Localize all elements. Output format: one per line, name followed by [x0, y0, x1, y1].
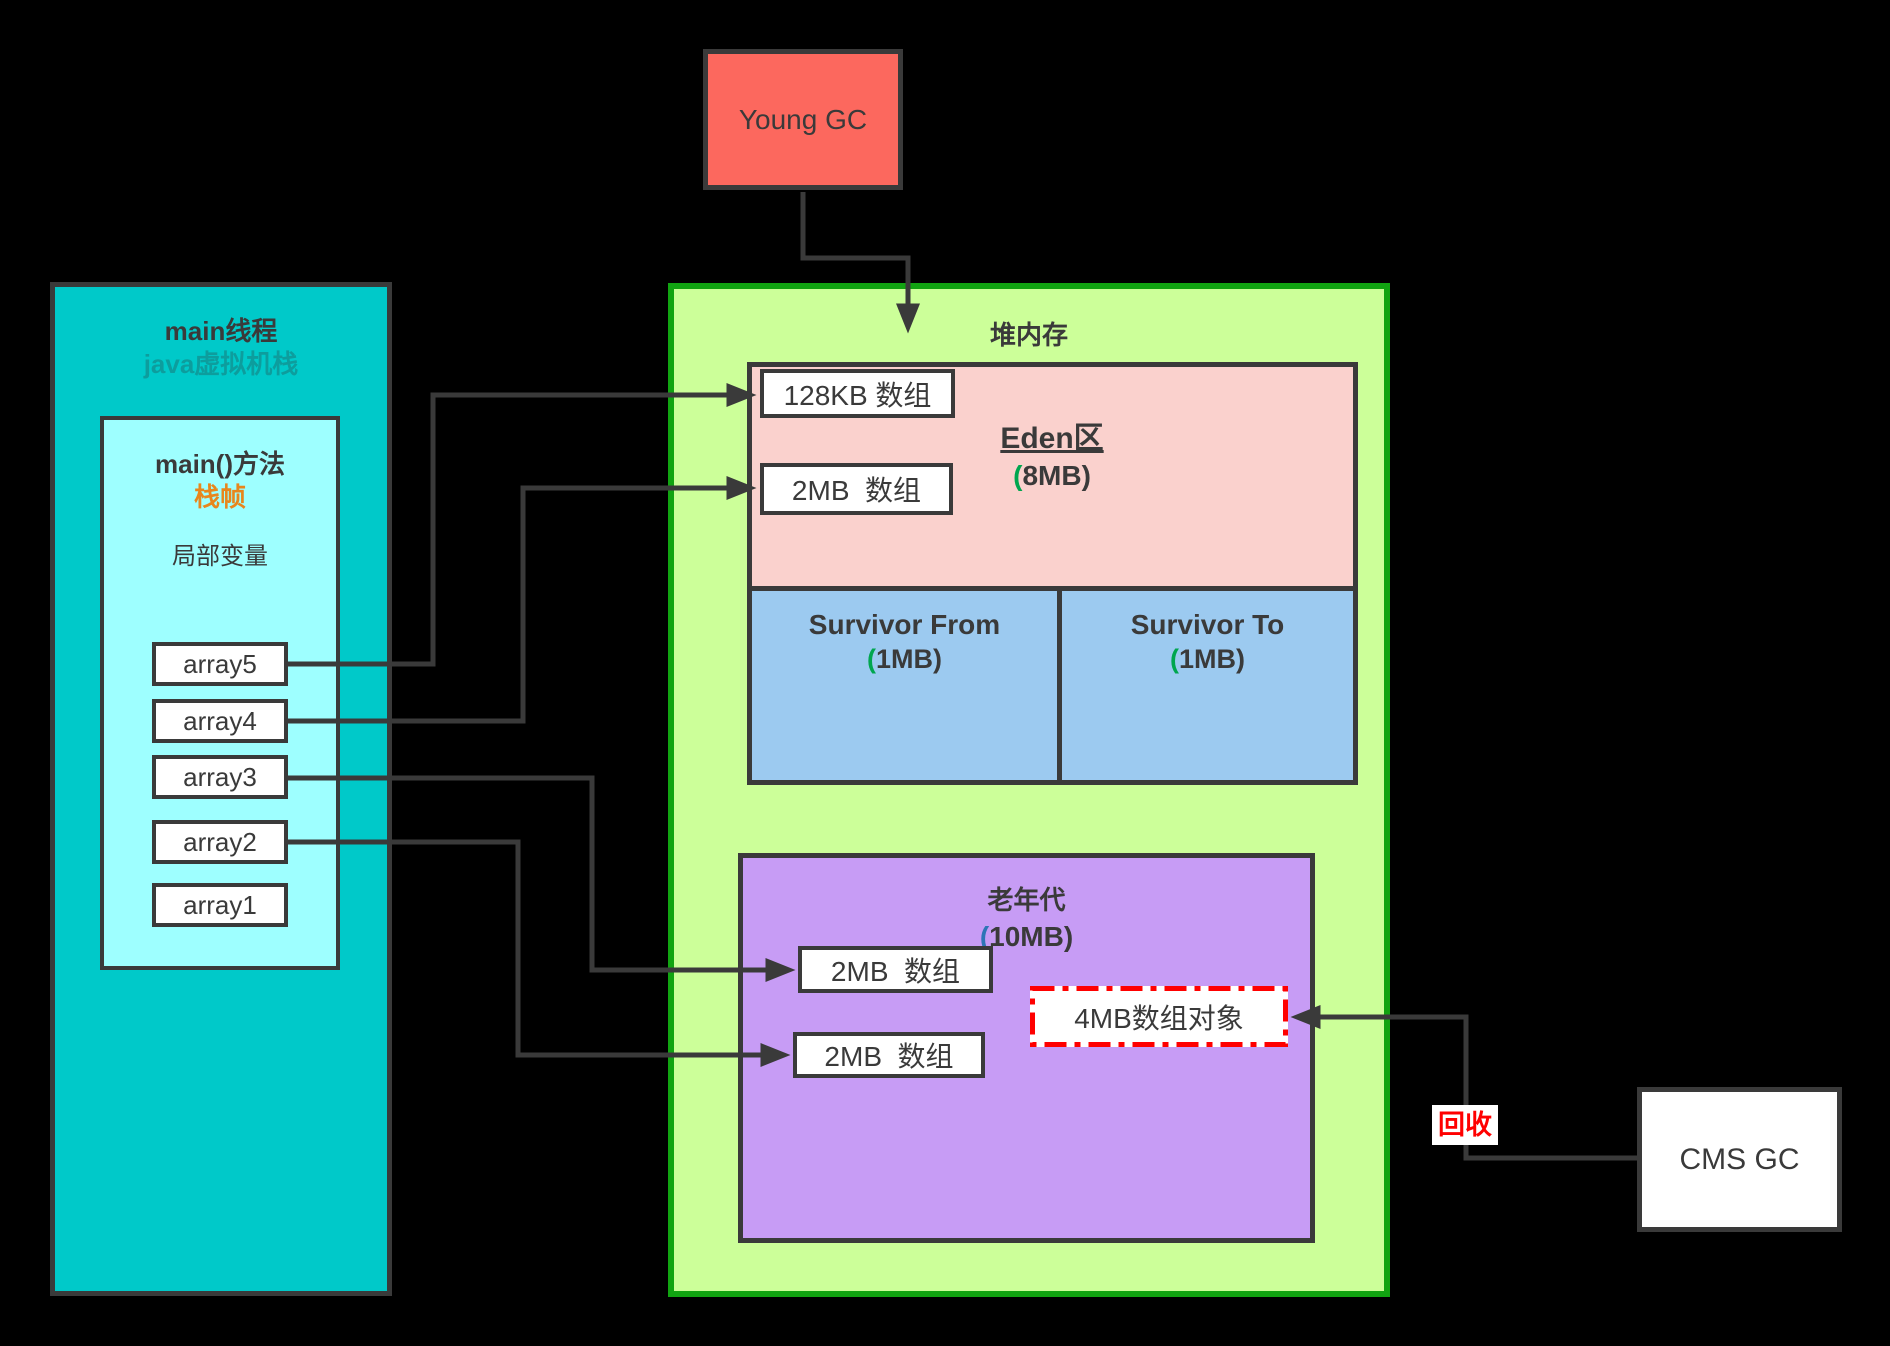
variable-box-array1: array1: [152, 883, 288, 927]
size-value: 8MB: [1022, 460, 1082, 491]
young-gc-label: Young GC: [738, 103, 868, 135]
old-generation-size: (10MB): [743, 921, 1310, 953]
stack-frame-subtitle: 栈帧: [193, 482, 246, 512]
heap-title: 堆内存: [989, 320, 1068, 350]
object-label: 128KB 数组: [783, 379, 932, 411]
object-label: 2MB 数组: [824, 1041, 954, 1072]
object-box-2mb-array-old-1: 2MB 数组: [798, 946, 993, 993]
survivor-from-title: Survivor From: [808, 609, 1001, 640]
cms-gc-box: CMS GC: [1637, 1087, 1842, 1232]
variable-box-array3: array3: [152, 755, 288, 799]
young-gc-box: Young GC: [703, 49, 903, 190]
object-box-128kb-array: 128KB 数组: [760, 369, 955, 418]
eden-title-block: Eden区 (8MB): [932, 413, 1172, 492]
stack-frame-title: main()方法: [154, 449, 285, 479]
paren-close: ): [1236, 644, 1245, 674]
object-label: 2MB 数组: [791, 475, 922, 506]
young-generation-region: 128KB 数组 2MB 数组 Eden区 (8MB) Survivor Fro…: [747, 362, 1358, 785]
eden-title: Eden区: [1000, 422, 1104, 455]
object-box-4mb-array-pending-collect: 4MB数组对象: [1030, 986, 1288, 1047]
paren-open: (: [866, 644, 876, 674]
stack-frame-box: main()方法 栈帧 局部变量 array5 array4 array3 ar…: [100, 416, 340, 970]
paren-close: ): [1081, 460, 1091, 491]
size-value: 1MB: [1178, 644, 1236, 674]
object-label: 2MB 数组: [830, 955, 961, 987]
jvm-stack-subtitle: java虚拟机栈: [143, 349, 299, 379]
variable-label: array4: [183, 705, 257, 736]
paren-open: (: [979, 921, 990, 952]
cms-gc-label: CMS GC: [1679, 1142, 1800, 1176]
dash-dot-red-outline: [1030, 986, 1288, 1047]
variable-label: array2: [183, 826, 257, 857]
paren-close: ): [1063, 921, 1074, 952]
old-generation-region: 老年代 (10MB) 2MB 数组 2MB 数组 4MB数组对象: [738, 853, 1315, 1243]
object-box-2mb-array-old-2: 2MB 数组: [793, 1032, 985, 1078]
size-value: 1MB: [875, 644, 933, 674]
eden-size: (8MB): [932, 460, 1172, 492]
survivor-from-size: (1MB): [752, 644, 1057, 675]
recycle-label: 回收: [1432, 1105, 1498, 1146]
variable-box-array4: array4: [152, 699, 288, 743]
main-thread-title: main线程: [164, 316, 278, 346]
eden-region: 128KB 数组 2MB 数组 Eden区 (8MB): [752, 367, 1353, 591]
variable-box-array5: array5: [152, 642, 288, 686]
variable-label: array3: [183, 761, 257, 792]
object-box-2mb-array-eden: 2MB 数组: [760, 463, 953, 515]
old-generation-title-block: 老年代 (10MB): [743, 880, 1310, 953]
size-value: 10MB: [989, 921, 1064, 952]
paren-close: ): [933, 644, 942, 674]
main-thread-box: main线程 java虚拟机栈 main()方法 栈帧 局部变量 array5 …: [50, 282, 392, 1296]
heap-box: 堆内存 128KB 数组 2MB 数组 Eden区 (8MB) Survivor…: [668, 283, 1390, 1297]
old-generation-title: 老年代: [987, 885, 1066, 915]
variable-label: array5: [183, 648, 257, 679]
paren-open: (: [1169, 644, 1179, 674]
variable-box-array2: array2: [152, 820, 288, 864]
paren-open: (: [1013, 460, 1023, 491]
survivor-from-region: Survivor From (1MB): [752, 591, 1062, 780]
variable-label: array1: [183, 889, 257, 920]
survivor-to-size: (1MB): [1062, 644, 1353, 675]
survivor-to-title: Survivor To: [1130, 609, 1285, 640]
survivor-to-region: Survivor To (1MB): [1062, 591, 1353, 780]
local-variables-label: 局部变量: [172, 543, 268, 570]
object-label: 4MB数组对象: [1074, 1002, 1244, 1034]
